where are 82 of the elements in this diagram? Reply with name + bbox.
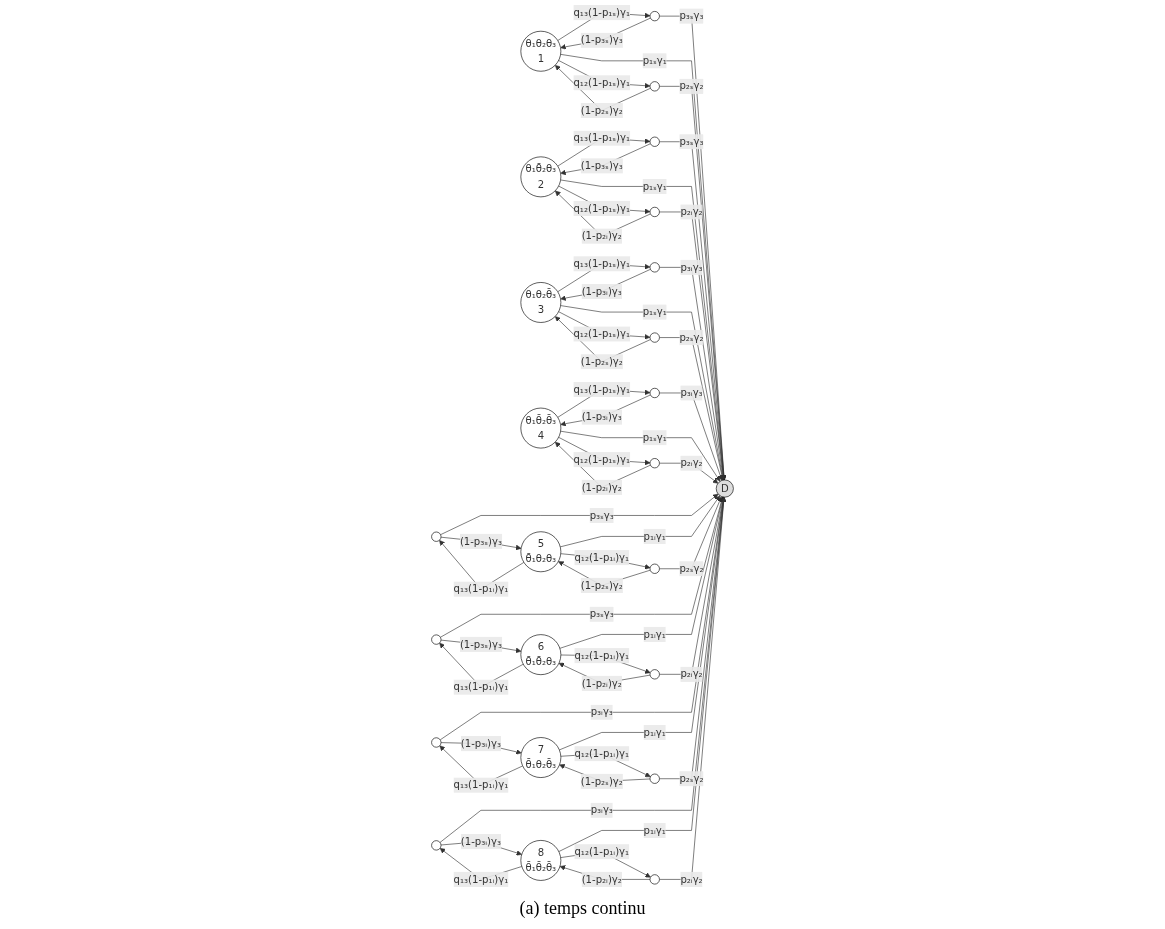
node-circle — [649, 563, 660, 574]
node-circle: θ₁θ̄₂θ₃ 2 — [520, 156, 562, 198]
node-circle: D — [715, 479, 734, 498]
node-circle — [431, 840, 442, 851]
node-circle — [649, 136, 660, 147]
edge-label: q₁₂(1-p₁ₛ)γ₁ — [573, 76, 631, 89]
node-circle: 5 θ̄₁θ₂θ₃ — [520, 531, 562, 573]
edge-label: (1-p₃ₛ)γ₃ — [459, 638, 502, 651]
edge-label: (1-p₂ₛ)γ₂ — [580, 104, 623, 117]
edge-label: p₂ₛγ₂ — [679, 772, 704, 785]
edge-label: q₁₃(1-p₁ᵢ)γ₁ — [453, 582, 509, 595]
edge-label: p₁ᵢγ₁ — [643, 824, 666, 837]
node-circle — [649, 11, 660, 22]
edge-label: p₃ᵢγ₃ — [590, 705, 613, 718]
caption: (a) temps continu — [519, 897, 646, 920]
edge-label: q₁₂(1-p₁ₛ)γ₁ — [573, 327, 631, 340]
node-circle: 7 θ̄₁θ₂θ̄₃ — [520, 737, 562, 778]
edge-label: p₃ᵢγ₃ — [680, 386, 703, 399]
edge-label: q₁₃(1-p₁ᵢ)γ₁ — [453, 778, 509, 791]
edge-label: p₂ᵢγ₂ — [680, 668, 703, 680]
edge-label: q₁₃(1-p₁ᵢ)γ₁ — [453, 680, 509, 693]
edge-label: (1-p₃ₛ)γ₃ — [580, 159, 623, 172]
edge-label: p₁ₛγ₁ — [642, 54, 667, 67]
edge-label: (1-p₃ₛ)γ₃ — [580, 34, 623, 46]
edge-label: q₁₃(1-p₁ₛ)γ₁ — [573, 6, 631, 19]
edge-label: q₁₃(1-p₁ₛ)γ₁ — [573, 257, 631, 270]
edge-label: q₁₂(1-p₁ᵢ)γ₁ — [574, 747, 630, 760]
node-circle — [649, 332, 660, 343]
edge-label: p₂ₛγ₂ — [679, 562, 704, 575]
edge-label: q₁₃(1-p₁ₛ)γ₁ — [573, 383, 631, 396]
edge-label: q₁₂(1-p₁ᵢ)γ₁ — [574, 845, 630, 858]
node-circle — [649, 458, 660, 469]
edge-label: (1-p₂ᵢ)γ₂ — [581, 229, 622, 242]
node-circle: 6 θ̄₁θ̄₂θ₃ — [520, 634, 562, 675]
node-circle — [649, 773, 660, 784]
node-circle — [649, 669, 660, 680]
node-circle — [649, 262, 660, 273]
edge-label: p₃ₛγ₃ — [679, 9, 704, 22]
edge-label: p₁ₛγ₁ — [642, 305, 667, 318]
node-circle: θ₁θ₂θ̄₃ 3 — [520, 282, 562, 323]
edge-label: q₁₂(1-p₁ᵢ)γ₁ — [574, 551, 630, 564]
node-circle — [431, 634, 442, 645]
edge-label: p₁ₛγ₁ — [642, 180, 667, 193]
edge-label: p₃ₛγ₃ — [589, 509, 614, 522]
node-circle — [649, 874, 660, 885]
edge-label: p₂ᵢγ₂ — [680, 205, 703, 218]
edge-label: p₁ᵢγ₁ — [643, 530, 666, 543]
node-circle: θ₁θ₂θ₃ 1 — [520, 30, 562, 72]
node-circle: 8 θ̄₁θ̄₂θ̄₃ — [520, 840, 562, 881]
edge-label: q₁₃(1-p₁ₛ)γ₁ — [573, 131, 631, 144]
edge-label: (1-p₂ₛ)γ₂ — [580, 775, 623, 788]
edge-label: p₃ᵢγ₃ — [590, 804, 613, 816]
edge-label: p₂ₛγ₂ — [679, 331, 704, 344]
edge-label: q₁₂(1-p₁ₛ)γ₁ — [573, 202, 631, 215]
edge-label: (1-p₂ᵢ)γ₂ — [581, 481, 622, 494]
edge-label: (1-p₃ᵢ)γ₃ — [581, 410, 622, 423]
edge-label: p₂ᵢγ₂ — [680, 873, 703, 886]
edge-label: p₃ₛγ₃ — [679, 135, 704, 148]
node-circle: θ₁θ̄₂θ̄₃ 4 — [520, 407, 562, 449]
edge-label: (1-p₂ᵢ)γ₂ — [581, 677, 622, 690]
edge-label: (1-p₃ᵢ)γ₃ — [460, 835, 501, 848]
edge-label: p₁ᵢγ₁ — [643, 628, 666, 641]
node-circle — [431, 737, 442, 748]
edge-label: p₁ₛγ₁ — [642, 431, 667, 444]
edge-label: (1-p₃ᵢ)γ₃ — [581, 285, 622, 298]
edge-label: q₁₂(1-p₁ₛ)γ₁ — [573, 453, 631, 466]
edge-label: p₂ᵢγ₂ — [680, 456, 703, 469]
edge-label: p₃ₛγ₃ — [589, 607, 614, 620]
edge-label: p₁ᵢγ₁ — [643, 726, 666, 739]
edge-label: q₁₃(1-p₁ᵢ)γ₁ — [453, 873, 509, 886]
edge-label: (1-p₂ₛ)γ₂ — [580, 579, 623, 592]
edge-label: p₂ₛγ₂ — [679, 80, 704, 92]
edge-label: (1-p₃ₛ)γ₃ — [459, 535, 502, 548]
edge-label: (1-p₂ᵢ)γ₂ — [581, 873, 622, 886]
node-circle — [649, 81, 660, 92]
node-circle — [431, 531, 442, 542]
edge-label: (1-p₃ᵢ)γ₃ — [460, 737, 501, 750]
edge-label: q₁₂(1-p₁ᵢ)γ₁ — [574, 649, 630, 662]
node-circle — [649, 206, 660, 217]
edge-label: (1-p₂ₛ)γ₂ — [580, 355, 623, 368]
edge-label: p₃ᵢγ₃ — [680, 261, 703, 274]
node-circle — [649, 387, 660, 399]
